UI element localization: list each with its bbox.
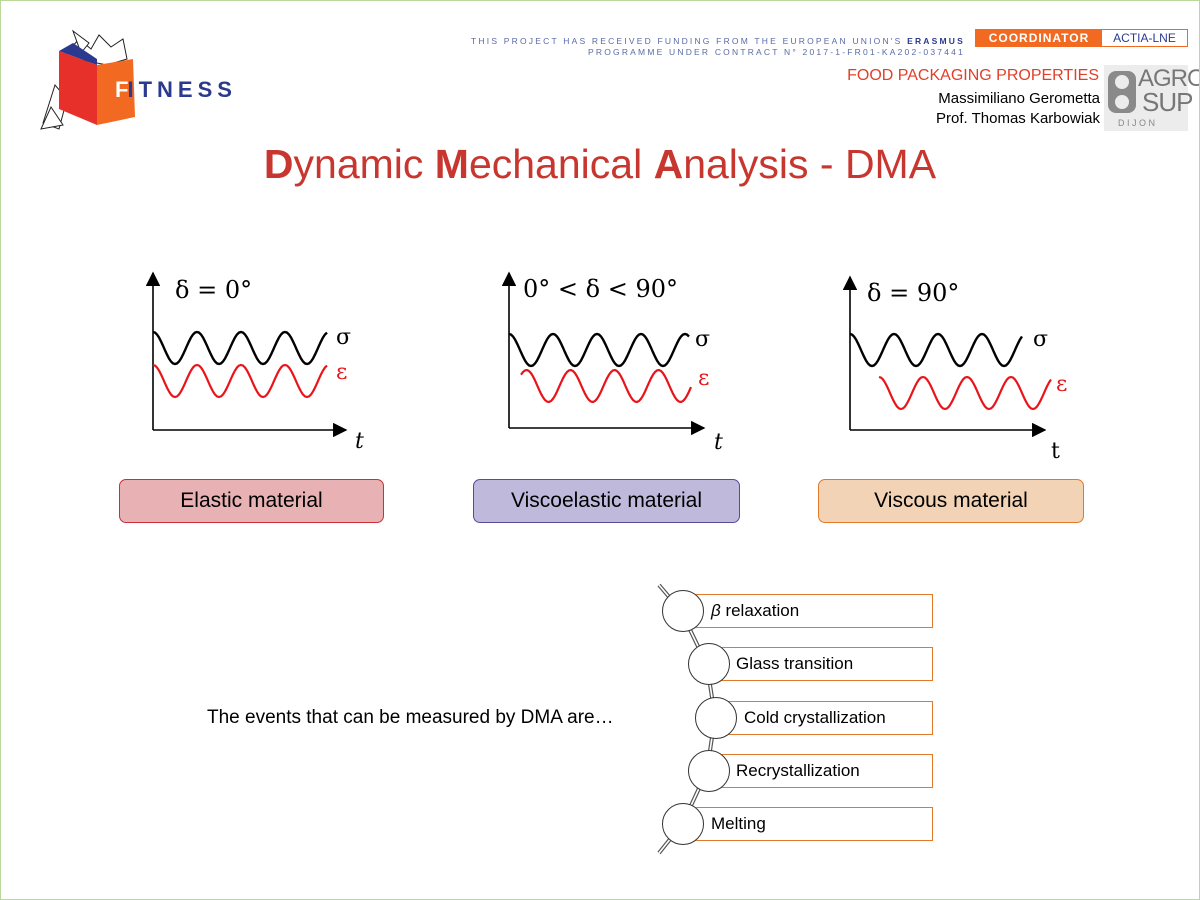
funding-line-1-bold: ERASMUS	[907, 36, 965, 46]
event-box-1	[683, 594, 933, 628]
logo-text: FITNESS	[109, 77, 237, 103]
title-m: M	[434, 141, 469, 187]
agrosup-emblem-icon	[1108, 71, 1136, 113]
phase-diagrams: δ = 0° σ ε t 0° < δ < 90° σ ε t δ = 90° …	[145, 271, 1067, 464]
time-label: t	[714, 430, 723, 455]
title-echanical: echanical	[468, 141, 654, 187]
page-title: Dynamic Mechanical Analysis - DMA	[1, 141, 1199, 188]
title-d: D	[263, 141, 294, 187]
sigma-label: σ	[336, 325, 351, 350]
event-label-4: Recrystallization	[736, 761, 860, 780]
title-nalysis: nalysis - DMA	[683, 141, 937, 187]
stress-wave	[152, 330, 328, 366]
event-label-2: Glass transition	[736, 654, 854, 673]
event-label-5: Melting	[711, 814, 766, 833]
sigma-label: σ	[1033, 327, 1048, 352]
logo-letter: F	[115, 77, 129, 102]
title-ynamic: ynamic	[293, 141, 435, 187]
strain-wave	[878, 375, 1052, 411]
material-elastic: Elastic material	[119, 479, 384, 523]
strain-wave	[152, 363, 328, 399]
event-marker-4	[688, 750, 730, 792]
logo-wordmark: ITNESS	[127, 77, 237, 102]
funding-line-2: PROGRAMME UNDER CONTRACT N° 2017-1-FR01-…	[588, 47, 965, 57]
panel-viscoelastic: 0° < δ < 90° σ ε t	[501, 271, 723, 455]
stress-wave	[508, 332, 690, 368]
panel-viscous: δ = 90° σ ε t	[842, 275, 1067, 464]
strain-wave	[520, 368, 693, 404]
section-title: FOOD PACKAGING PROPERTIES	[847, 67, 1099, 84]
sigma-label: σ	[695, 327, 710, 352]
panel-elastic: δ = 0° σ ε t	[145, 271, 364, 454]
agrosup-line-3: D I J O N	[1118, 118, 1156, 128]
event-text-1: relaxation	[720, 601, 800, 620]
delta-label: δ = 90°	[867, 279, 959, 307]
epsilon-label: ε	[1056, 372, 1067, 397]
agrosup-line-2: SUP	[1142, 87, 1193, 117]
coordinator-name: ACTIA-LNE	[1113, 31, 1176, 45]
event-marker-2	[688, 643, 730, 685]
beta-symbol: β	[711, 601, 721, 620]
author-2: Prof. Thomas Karbowiak	[936, 110, 1100, 127]
event-box-5	[683, 807, 933, 841]
agrosup-logo: AGRO SUP D I J O N	[1104, 65, 1199, 131]
funding-line-1: THIS PROJECT HAS RECEIVED FUNDING FROM T…	[471, 36, 965, 46]
author-1: Massimiliano Gerometta	[938, 90, 1100, 107]
epsilon-label: ε	[336, 360, 347, 385]
title-a: A	[653, 141, 684, 187]
time-label: t	[355, 429, 364, 454]
event-label-1: β relaxation	[711, 601, 799, 621]
funding-line-1-text: THIS PROJECT HAS RECEIVED FUNDING FROM T…	[471, 36, 908, 46]
event-label-3: Cold crystallization	[744, 708, 886, 727]
events-caption: The events that can be measured by DMA a…	[207, 707, 614, 728]
delta-label: δ = 0°	[175, 276, 252, 304]
coordinator-badge: COORDINATOR ACTIA-LNE	[975, 29, 1188, 47]
agrosup-line-1: AGRO	[1138, 65, 1200, 92]
event-marker-5	[662, 803, 704, 845]
coordinator-label: COORDINATOR	[976, 30, 1102, 46]
event-box-2	[709, 647, 933, 681]
event-marker-1	[662, 590, 704, 632]
material-viscoelastic: Viscoelastic material	[473, 479, 740, 523]
time-label: t	[1051, 439, 1060, 464]
fitness-logo-icon	[40, 29, 135, 130]
event-box-3	[717, 701, 933, 735]
event-marker-3	[695, 697, 737, 739]
stress-wave	[849, 332, 1023, 368]
material-viscous: Viscous material	[818, 479, 1084, 523]
delta-label: 0° < δ < 90°	[523, 275, 678, 303]
epsilon-label: ε	[698, 366, 709, 391]
